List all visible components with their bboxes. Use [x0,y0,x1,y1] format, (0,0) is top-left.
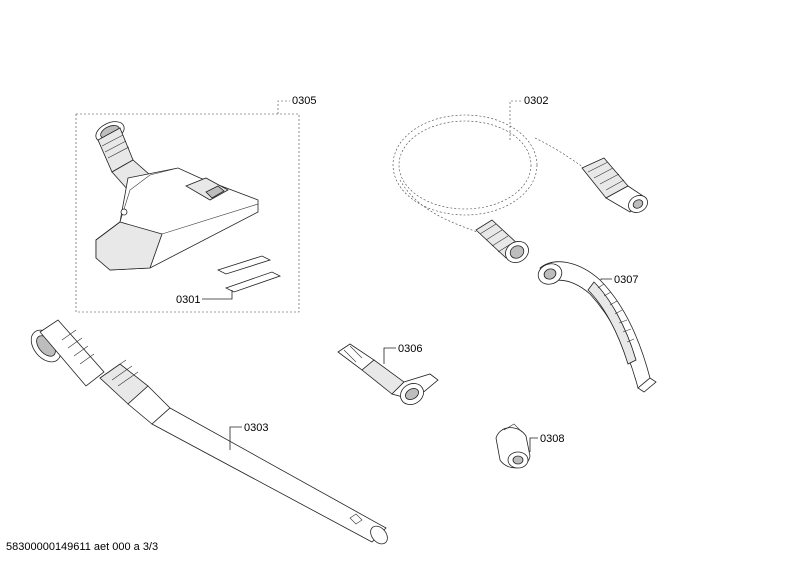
leader-0302 [509,100,522,140]
leader-0308 [529,437,538,452]
accessory-tool-part [337,343,439,405]
part-label-0306: 0306 [398,343,422,355]
part-label-0307: 0307 [614,274,638,286]
leader-0301 [202,290,233,300]
part-label-0305: 0305 [292,95,316,107]
part-label-0303: 0303 [244,422,268,434]
part-label-0308: 0308 [540,433,564,445]
clip-part [495,423,531,469]
leader-0307 [600,278,612,280]
strips-part [216,255,282,293]
handle-part [537,261,657,393]
part-label-0301: 0301 [176,294,200,306]
part-label-0302: 0302 [524,95,548,107]
nozzle-group-box [75,113,300,313]
leader-0306 [383,347,396,364]
floor-nozzle-part [95,121,259,271]
hose-part [392,114,648,263]
leader-0305 [277,100,290,114]
leader-0303 [229,426,242,450]
tube-part [30,319,388,545]
document-footer-code: 58300000149611 aet 000 a 3/3 [6,541,159,553]
